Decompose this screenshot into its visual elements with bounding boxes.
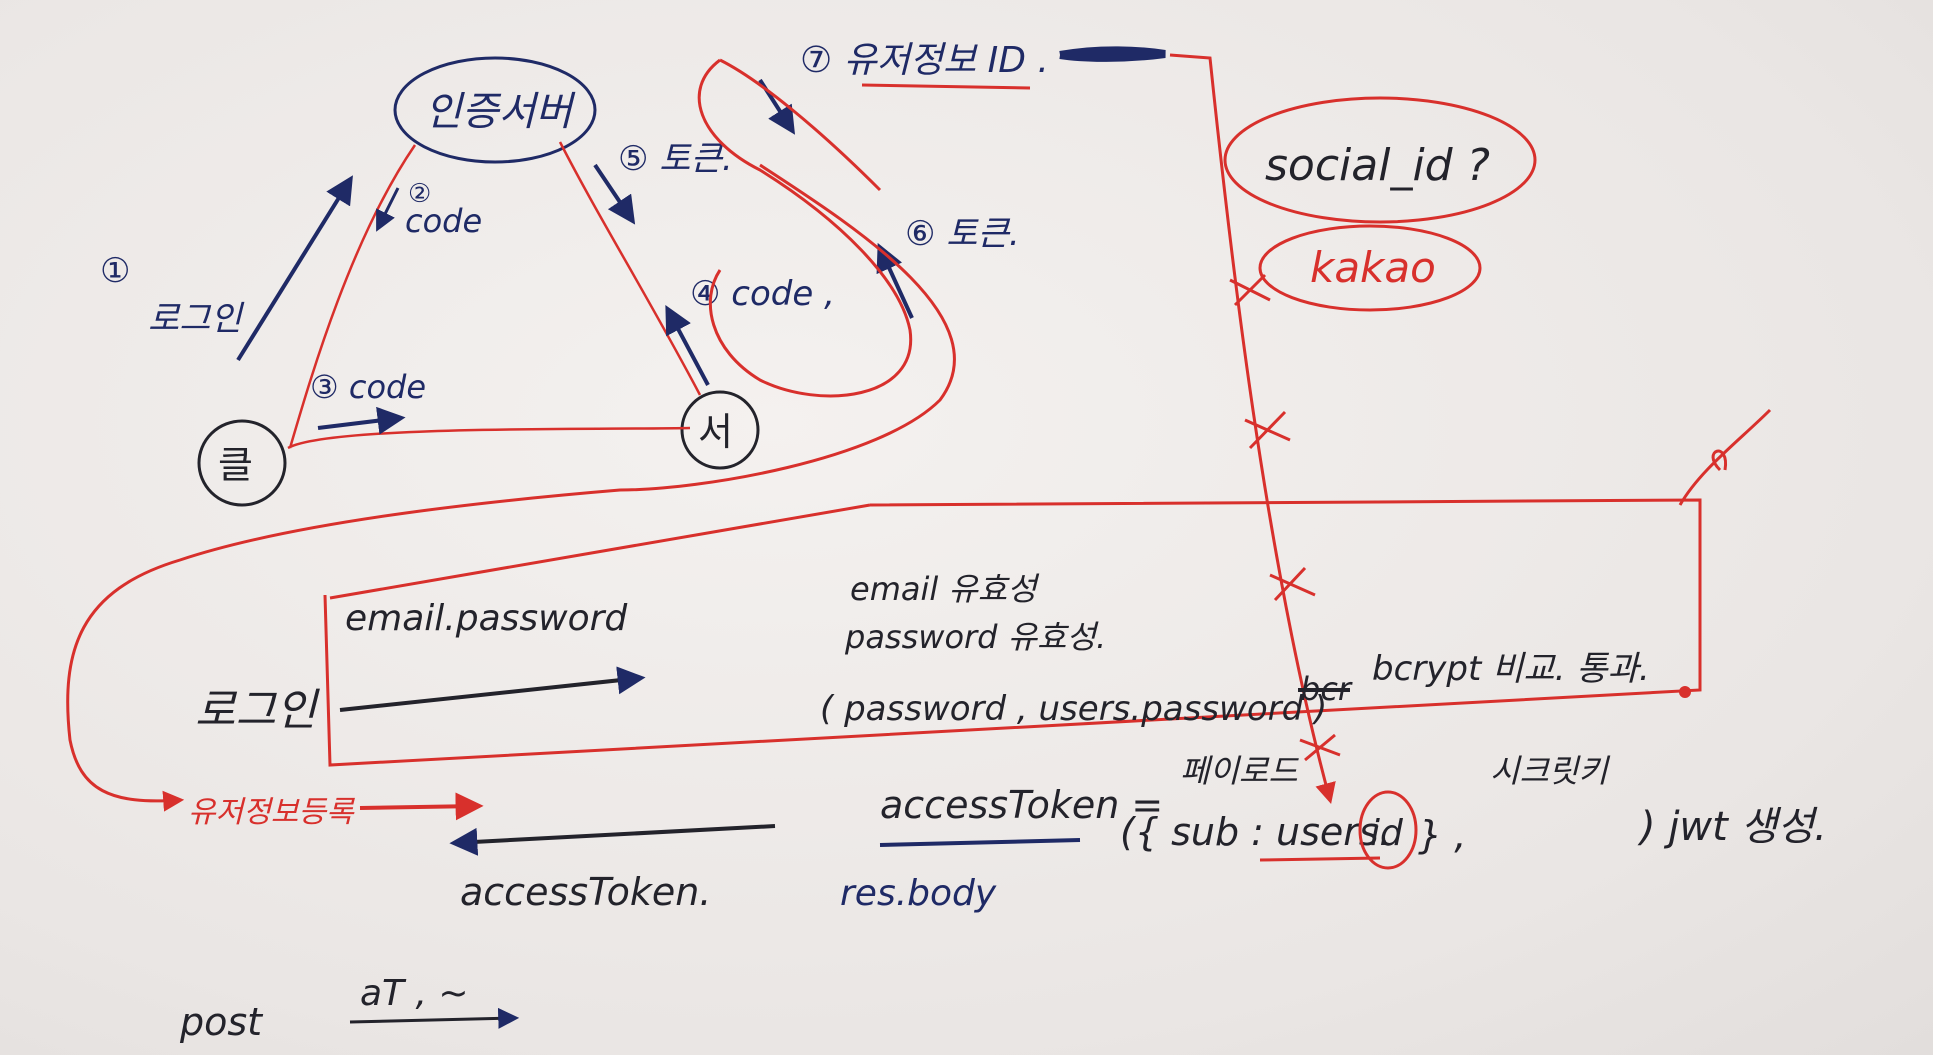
auth-server-circle	[393, 56, 597, 164]
sub-open: ({ sub : users.	[1120, 810, 1391, 854]
email-validity-label: email 유효성	[850, 570, 1040, 608]
step3-arrow	[317, 406, 406, 435]
social-id-bubble	[1223, 96, 1537, 224]
sub-close: } ,	[1418, 813, 1466, 857]
login-label: 로그인	[195, 685, 320, 736]
kakao-bubble	[1258, 224, 1482, 312]
step2-code: code	[405, 202, 482, 240]
server-circle	[680, 390, 760, 470]
post-label: post	[179, 1000, 264, 1044]
step1-number: ①	[100, 251, 130, 291]
access-token-label: accessToken.	[460, 870, 711, 914]
step1-label: 로그인	[148, 299, 245, 339]
step7-underline	[861, 83, 1031, 90]
step5-label: ⑤ 토큰.	[618, 139, 733, 179]
id-text: id	[1370, 813, 1404, 854]
login-arrow	[339, 666, 646, 712]
step6-label: ⑥ 토큰.	[905, 214, 1020, 254]
curl-mark	[1678, 408, 1772, 506]
step6-arrow	[876, 242, 914, 319]
client-label: 클	[218, 443, 253, 487]
login-red-box	[323, 498, 1702, 767]
at-label: aT , ~	[360, 973, 469, 1014]
users-id-underline	[1259, 856, 1381, 862]
return-arrow	[449, 824, 776, 856]
kakao-label: kakao	[1310, 243, 1436, 292]
step3-label: ③ code	[310, 368, 426, 406]
register-label: 유저정보등록	[188, 795, 355, 830]
red-big-loop	[66, 163, 956, 812]
red-loop	[697, 58, 913, 398]
auth-server-label: 인증서버	[425, 89, 576, 135]
register-arrow	[359, 792, 484, 821]
compare-label: ( password , users.password )	[820, 689, 1327, 729]
step4-arrow	[665, 305, 710, 386]
access-token-eq: accessToken =	[880, 783, 1163, 827]
bcrypt-label: bcrypt 비교. 통과.	[1372, 649, 1650, 689]
red-dot	[1679, 686, 1691, 698]
secret-label: 시크릿키	[1490, 752, 1610, 790]
jwt-label: ) jwt 생성.	[1637, 804, 1827, 850]
step1-arrow	[236, 175, 353, 362]
step7-label: ⑦ 유저정보 ID .	[800, 40, 1049, 81]
step2-arrow	[376, 187, 400, 232]
email-password-label: email.password	[345, 598, 628, 639]
social-id-label: social_id ?	[1265, 140, 1490, 191]
login-red-top	[329, 503, 871, 600]
step2-number: ②	[408, 179, 431, 209]
step5-arrow	[593, 163, 636, 225]
server-label: 서	[698, 410, 733, 454]
post-arrow	[349, 1007, 520, 1029]
client-circle	[197, 419, 287, 507]
payload-label: 페이로드	[1180, 752, 1299, 790]
res-body-label: res.body	[840, 873, 997, 914]
step7-scribble	[1059, 46, 1166, 62]
cross-marks	[1229, 273, 1341, 762]
id-circle	[1358, 790, 1418, 870]
password-validity-label: password 유효성.	[844, 618, 1106, 656]
red-triangle-path	[287, 141, 702, 450]
access-token-underline	[879, 838, 1081, 847]
